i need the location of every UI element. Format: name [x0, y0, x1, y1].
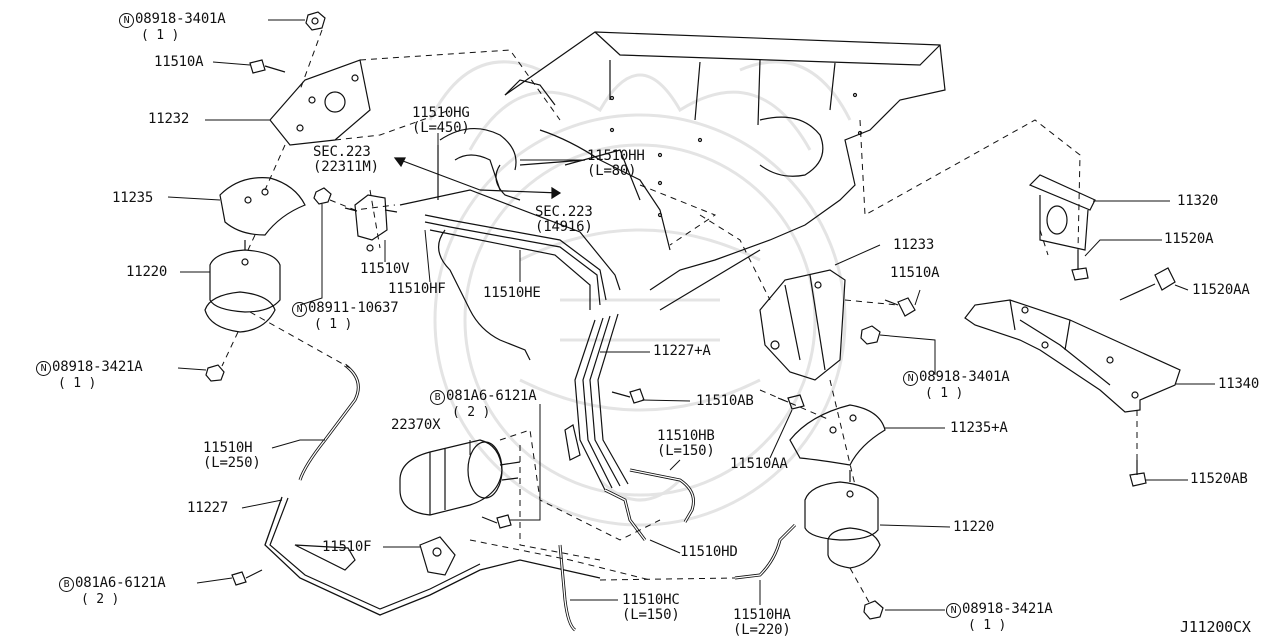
callout-11235: 11235: [112, 190, 154, 206]
callout-11520a: 11520A: [1164, 231, 1214, 247]
callout-11233: 11233: [893, 237, 935, 253]
callout-11510ab: 11510AB: [696, 393, 754, 409]
hose-11510hd: [604, 488, 647, 541]
bolt-11510a-left: [249, 59, 286, 74]
callout-11510v: 11510V: [360, 261, 410, 277]
vacuum-tank-22370x: [399, 439, 521, 516]
bolt-11510ab: [611, 388, 645, 404]
callout-11227-a: 11227+A: [653, 343, 711, 359]
callout-11510aa: 11510AA: [730, 456, 788, 472]
callout-11227: 11227: [187, 500, 229, 516]
callout-11510h: 11510H(L=250): [203, 440, 261, 471]
callout-11510hb: 11510HB(L=150): [657, 428, 715, 459]
vacuum-switching-valve: [344, 194, 398, 252]
callout-11510hd: 11510HD: [680, 544, 738, 560]
callout-11510hf: 11510HF: [388, 281, 446, 297]
callout-22370x: 22370X: [391, 417, 441, 433]
hose-11510hb: [629, 468, 695, 523]
leader-lines: [167, 19, 1215, 611]
hose-11510hc: [558, 544, 577, 632]
bolt-under-tank: [481, 514, 512, 529]
engine-mount-bracket-right: [759, 269, 846, 381]
callout-sec-223-14916: SEC.223(14916): [535, 204, 593, 235]
crossmember-11340: [964, 299, 1181, 413]
heat-shield-left: [219, 177, 306, 236]
callout-11220-left: 11220: [126, 264, 168, 280]
callout-11520aa: 11520AA: [1192, 282, 1250, 298]
nut-top: [305, 11, 326, 31]
callout-11510a-right: 11510A: [890, 265, 940, 281]
reference-arrows: [393, 157, 562, 200]
callout-11235-a: 11235+A: [950, 420, 1008, 436]
vacuum-pipe-11227: [264, 496, 601, 616]
heat-shield-right: [789, 404, 886, 466]
bolt-11520a: [1071, 250, 1089, 281]
callout-11220-right: 11220: [953, 519, 995, 535]
diagram-code: J11200CX: [1180, 618, 1251, 636]
bolt-081a6-left: [231, 569, 263, 586]
callout-11232: 11232: [148, 111, 190, 127]
hose-11510ha: [734, 523, 797, 580]
callout-11340: 11340: [1218, 376, 1260, 392]
nut-08911: [313, 187, 332, 205]
nut-right-upper: [860, 325, 881, 345]
engine-mount-insulator-left: [204, 240, 281, 333]
callout-11510hg: 11510HG(L=450): [412, 105, 470, 136]
engine-mount-insulator-right: [804, 470, 881, 569]
watermark-emblem: [428, 60, 852, 527]
callout-11320: 11320: [1177, 193, 1219, 209]
engine-block: [438, 31, 946, 361]
vacuum-pipe-11227a: [564, 313, 629, 491]
rear-mount-11320: [1028, 174, 1096, 251]
hose-11510h: [298, 363, 360, 481]
callout-11510f: 11510F: [322, 539, 372, 555]
callout-11510he: 11510HE: [483, 285, 541, 301]
vacuum-hose-bundle: [399, 145, 621, 310]
callout-sec-223-22311m: SEC.223(22311M): [313, 144, 379, 175]
callout-11510a-left: 11510A: [154, 54, 204, 70]
bolt-11520aa: [1119, 267, 1176, 301]
hose-clamp-11510f: [419, 536, 456, 576]
nut-lower-right: [863, 600, 884, 620]
bolt-11520ab: [1129, 460, 1147, 487]
callout-11510hh: 11510HH(L=80): [587, 148, 645, 179]
bolt-11510a-right: [884, 297, 916, 317]
callout-11510ha: 11510HA(L=220): [733, 607, 791, 638]
callout-11510hc: 11510HC(L=150): [622, 592, 680, 623]
nut-lower-left: [205, 364, 225, 382]
engine-mount-bracket-left: [269, 59, 371, 146]
drawing-lines: [204, 11, 1181, 632]
bolt-11510aa: [777, 394, 805, 410]
callout-11520ab: 11520AB: [1190, 471, 1248, 487]
